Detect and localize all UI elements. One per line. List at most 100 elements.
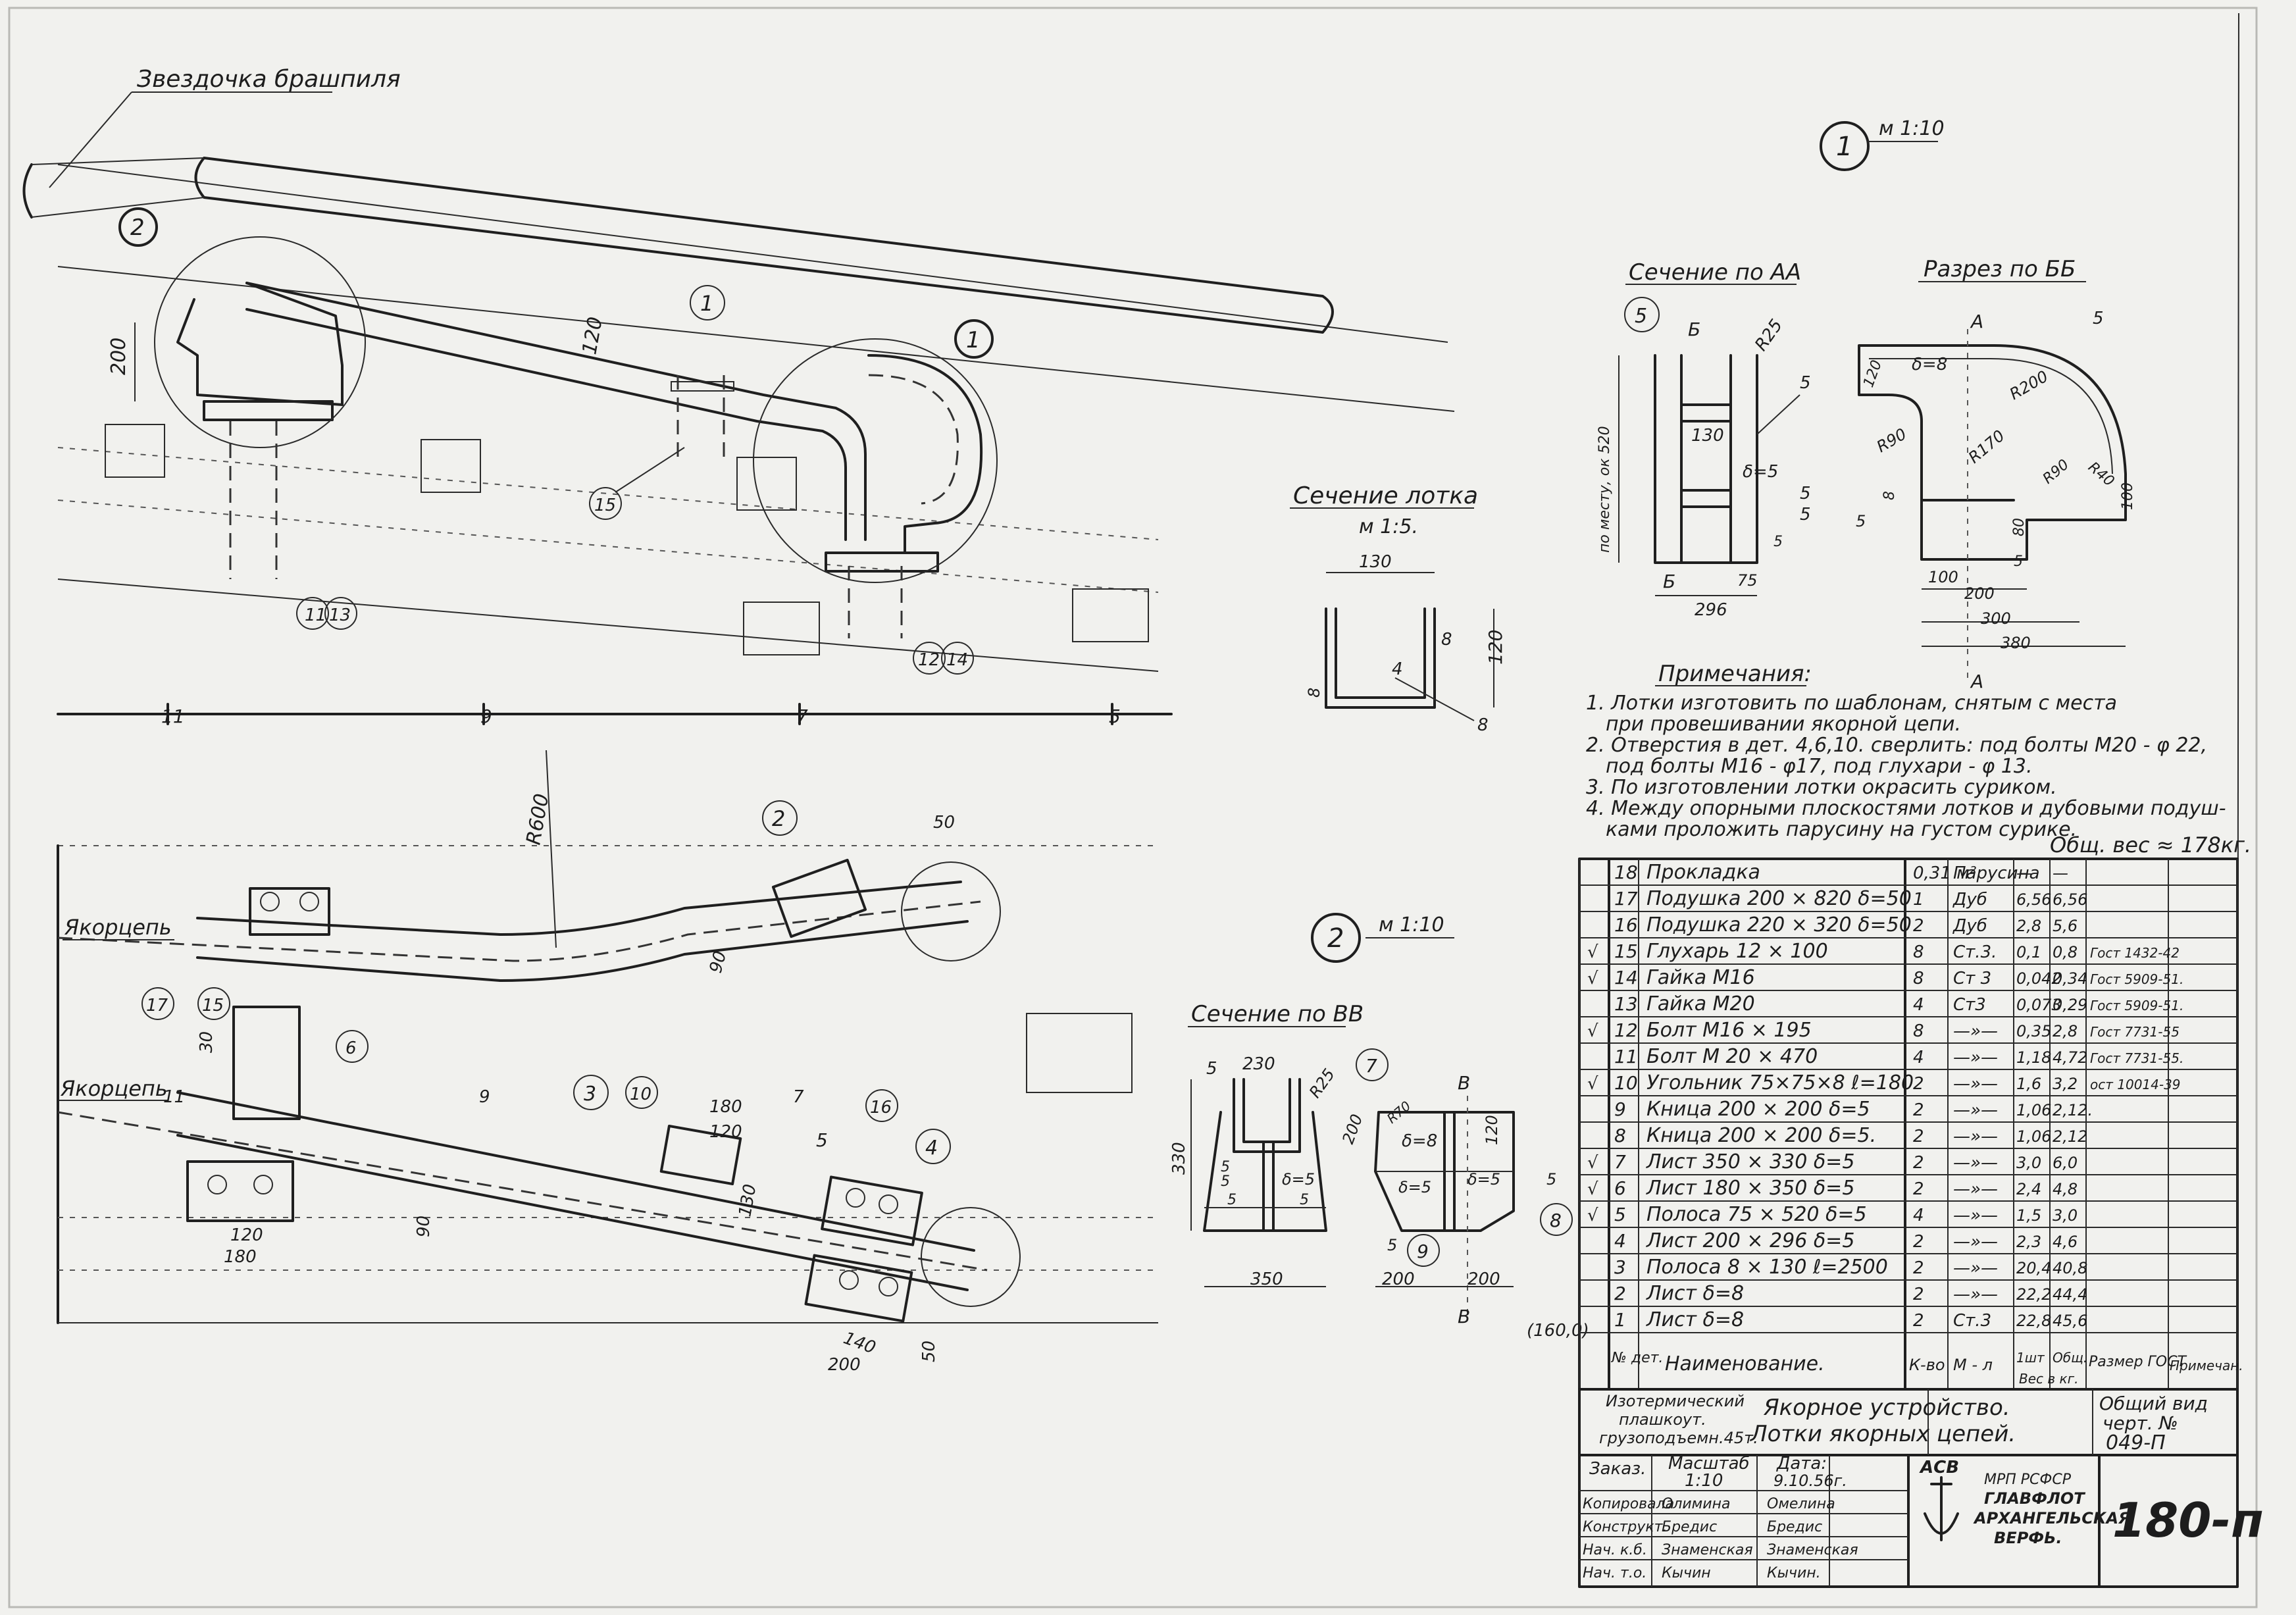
- bom-cell-qty: 1: [1913, 890, 1924, 910]
- dim-200: 200: [107, 338, 130, 375]
- chain-label-2: Якорцепь: [60, 1076, 168, 1101]
- bom-cell-total: 6,56: [2053, 890, 2087, 909]
- sheet-number: 180-п: [2112, 1493, 2264, 1548]
- bb-r170: R170: [1965, 426, 2008, 467]
- aa-cut-b-top: Б: [1688, 319, 1700, 340]
- bom-cell-unit: 0,35: [2016, 1022, 2051, 1040]
- bb-dim-80: 80: [2011, 518, 2028, 536]
- section-aa-title: Сечение по АА: [1629, 259, 1801, 286]
- bom-cell-std: Гост 1432-42: [2090, 945, 2180, 961]
- note-line-5: 3. По изготовлении лотки окрасить сурико…: [1586, 776, 2057, 799]
- drawing-title-2: Лотки якорных цепей.: [1749, 1421, 2016, 1447]
- bom-header-mat: М - л: [1953, 1356, 1993, 1374]
- bom-cell-mat: —»—: [1953, 1021, 1998, 1041]
- dim-90-top: 90: [706, 949, 731, 975]
- callout-5-plan: 5: [816, 1129, 828, 1151]
- bom-cell-pos: 5: [1614, 1204, 1626, 1225]
- detail-2-circle: [154, 236, 366, 448]
- role-head-to: Нач. т.о.: [1583, 1565, 1646, 1581]
- vv-dim-5-c: 5: [1227, 1192, 1237, 1208]
- bom-cell-name: Полоса 75 × 520 δ=5: [1646, 1203, 1867, 1226]
- dim-180-b: 180: [224, 1247, 257, 1267]
- bom-header-pos: № дет.: [1611, 1350, 1663, 1366]
- vv-dim-230: 230: [1242, 1054, 1275, 1074]
- vv-dim-5-d: 5: [1300, 1192, 1309, 1208]
- vv-dim-120: 120: [1483, 1115, 1501, 1145]
- bom-header-size: Размер ГОСТ: [2089, 1354, 2187, 1370]
- bom-cell-check: √: [1587, 1206, 1598, 1225]
- callout-12: 12: [918, 650, 940, 670]
- role-copied: Копировала: [1583, 1496, 1674, 1512]
- callout-6: 6: [345, 1038, 357, 1058]
- bom-cell-unit: 1,6: [2016, 1075, 2041, 1093]
- bom-cell-qty: 2: [1913, 1127, 1924, 1146]
- signature-3: Знаменская: [1662, 1542, 1753, 1558]
- bom-cell-mat: Парусина: [1953, 863, 2040, 883]
- bom-cell-unit: 0,1: [2016, 943, 2041, 961]
- dim-30: 30: [197, 1031, 217, 1053]
- bom-cell-pos: 14: [1614, 967, 1638, 988]
- aa-dim-5-c: 5: [1800, 505, 1811, 525]
- bom-cell-name: Лист δ=8: [1646, 1282, 1744, 1305]
- bom-cell-pos: 2: [1614, 1283, 1626, 1304]
- bom-cell-total: 4,6: [2053, 1233, 2078, 1251]
- bom-cell-pos: 6: [1614, 1177, 1626, 1199]
- name-4: Кычин.: [1767, 1565, 1821, 1581]
- callout-3: 3: [584, 1083, 596, 1106]
- bom-cell-qty: 8: [1913, 942, 1924, 962]
- bom-cell-total: —: [2053, 864, 2068, 883]
- bom-cell-name: Лист 350 × 330 δ=5: [1646, 1150, 1854, 1173]
- note-line-7: ками проложить парусину на густом сурике…: [1606, 818, 2077, 841]
- bom-cell-total: 0,34: [2053, 969, 2087, 988]
- aa-dim-75: 75: [1737, 571, 1758, 590]
- bb-dim-380: 380: [2001, 634, 2031, 652]
- sheet-edge: [8, 7, 2258, 1608]
- bom-cell-unit: 2,3: [2016, 1233, 2041, 1251]
- name-1: Омелина: [1767, 1496, 1835, 1512]
- bom-cell-total: 3,0: [2053, 1206, 2078, 1225]
- bom-cell-check: √: [1587, 1153, 1598, 1173]
- bom-cell-pos: 3: [1614, 1256, 1626, 1278]
- bom-header-total: Общ.: [2053, 1350, 2087, 1366]
- detail-2-scale: м 1:10: [1379, 913, 1444, 936]
- date-label: Дата:: [1776, 1454, 1827, 1474]
- bb-dim-100-v: 100: [2120, 482, 2136, 510]
- vv-r70: R70: [1384, 1098, 1414, 1127]
- dim-200-plan: 200: [828, 1355, 861, 1375]
- note-line-6: 4. Между опорными плоскостями лотков и д…: [1586, 797, 2226, 820]
- aa-dim-296: 296: [1695, 600, 1727, 620]
- vv-callout-7: 7: [1365, 1055, 1377, 1077]
- bom-cell-mat: —»—: [1953, 1074, 1998, 1094]
- bom-cell-qty: 0,31 м²: [1913, 863, 1976, 883]
- bom-cell-unit: 1,06: [2016, 1101, 2051, 1119]
- bom-cell-check: √: [1587, 1074, 1598, 1094]
- vessel-line-3: грузоподъемн.45т.: [1599, 1429, 1758, 1447]
- dim-120-a: 120: [709, 1122, 742, 1142]
- vessel-line-1: Изотермический: [1606, 1392, 1745, 1410]
- tray-dim-130: 130: [1359, 552, 1392, 572]
- vv-dim-5-b: 5: [1221, 1173, 1230, 1190]
- bom-cell-name: Кница 200 × 200 δ=5: [1646, 1098, 1870, 1121]
- signature-4: Кычин: [1662, 1565, 1711, 1581]
- vv-callout-8: 8: [1550, 1210, 1562, 1231]
- tray-dim-4: 4: [1392, 659, 1403, 679]
- detail-1-circle: [753, 338, 998, 583]
- bom-cell-unit: 0,073: [2016, 996, 2062, 1014]
- bom-cell-qty: 2: [1913, 1074, 1924, 1094]
- bom-cell-qty: 4: [1913, 1206, 1924, 1225]
- dim-50-top: 50: [933, 813, 955, 833]
- total-weight: Общ. вес ≈ 178кг.: [2050, 833, 2251, 858]
- bom-cell-total: 2,12: [2053, 1127, 2087, 1146]
- bom-cell-unit: 1,5: [2016, 1206, 2041, 1225]
- bb-dim-200: 200: [1964, 584, 1995, 603]
- bb-cut-a-top: A: [1970, 311, 1983, 332]
- role-head-kb: Нач. к.б.: [1583, 1542, 1647, 1558]
- bb-dim-8: 8: [1881, 491, 1898, 500]
- aa-dim-5-d: 5: [1773, 534, 1783, 550]
- bom-cell-mat: —»—: [1953, 1285, 1998, 1304]
- bom-cell-unit: 6,56: [2016, 890, 2051, 909]
- bom-cell-unit: 22,2: [2016, 1285, 2051, 1304]
- bom-cell-qty: 4: [1913, 1048, 1924, 1067]
- notes-title: Примечания:: [1658, 661, 1812, 687]
- bb-r90-b: R90: [2040, 457, 2072, 488]
